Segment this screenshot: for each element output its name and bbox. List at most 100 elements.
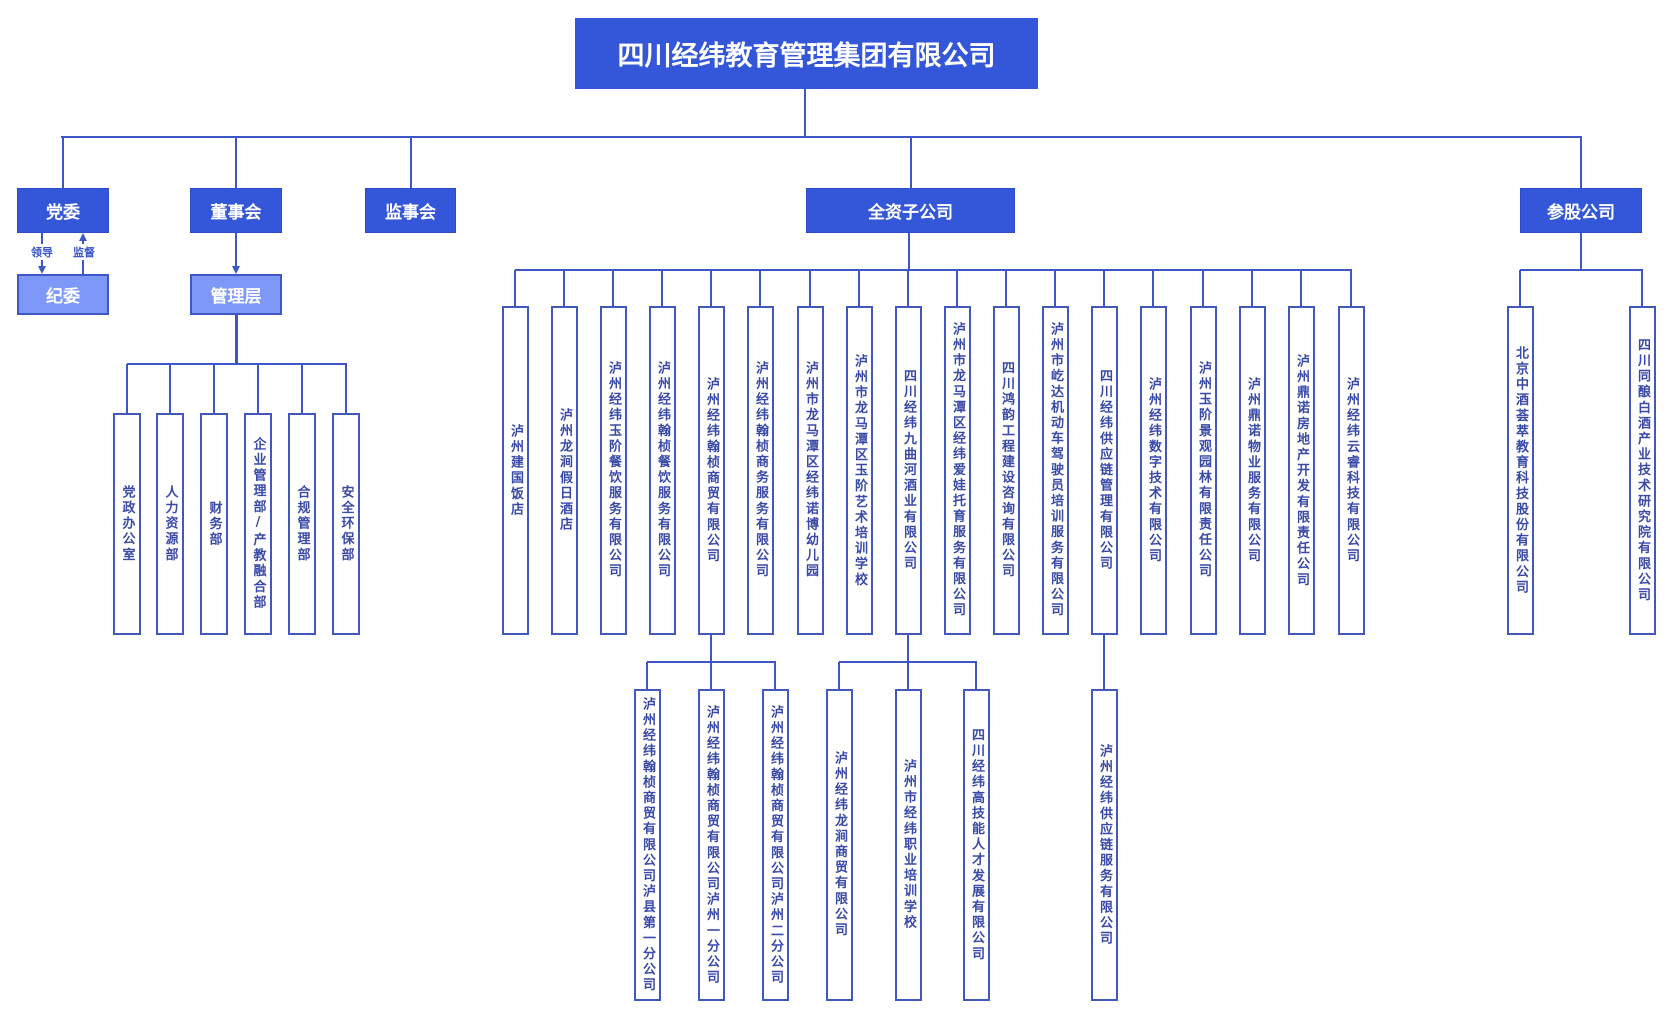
branch-box-label: 泸州经纬供应链服务有限公司 <box>1097 743 1112 947</box>
discipline-committee-box[interactable]: 纪委 <box>17 274 109 315</box>
branch-box[interactable]: 泸州经纬翰桢商贸有限公司泸州一分公司 <box>698 689 725 1001</box>
company-title-box[interactable]: 四川经纬教育管理集团有限公司 <box>575 18 1038 89</box>
branch-box[interactable]: 泸州经纬供应链服务有限公司 <box>1091 689 1118 1001</box>
department-box-label: 财务部 <box>206 500 222 548</box>
subsidiary-box-label: 泸州市屹达机动车驾驶员培训服务有限公司 <box>1048 322 1063 619</box>
connector-line <box>710 635 712 662</box>
connector-line <box>804 89 806 137</box>
branch-box[interactable]: 泸州市经纬职业培训学校 <box>895 689 922 1001</box>
subsidiary-box[interactable]: 泸州玉阶景观园林有限责任公司 <box>1190 306 1217 635</box>
subsidiary-box[interactable]: 泸州经纬翰桢餐饮服务有限公司 <box>649 306 676 635</box>
connector-line <box>838 662 840 689</box>
shareholding-box-label: 四川同酿白酒产业技术研究院有限公司 <box>1635 337 1650 604</box>
connector-line <box>126 364 128 413</box>
shareholding-box[interactable]: 四川同酿白酒产业技术研究院有限公司 <box>1629 306 1656 635</box>
connector-line <box>1202 270 1204 306</box>
subsidiary-box[interactable]: 泸州经纬翰桢商务服务有限公司 <box>747 306 774 635</box>
connector-line <box>62 137 64 188</box>
connector-line <box>710 662 712 689</box>
department-box[interactable]: 党政办公室 <box>113 413 141 635</box>
company-title-box-label: 四川经纬教育管理集团有限公司 <box>617 41 996 72</box>
connector-line <box>514 270 516 306</box>
department-box[interactable]: 合规管理部 <box>288 413 316 635</box>
subsidiary-box[interactable]: 四川鸿韵工程建设咨询有限公司 <box>993 306 1020 635</box>
subsidiary-box[interactable]: 泸州经纬数字技术有限公司 <box>1140 306 1167 635</box>
connector-line <box>345 364 347 413</box>
branch-box-label: 泸州市经纬职业培训学校 <box>901 759 916 931</box>
connector-line <box>907 635 909 662</box>
department-box[interactable]: 人力资源部 <box>156 413 184 635</box>
subsidiary-box[interactable]: 泸州市龙马潭区经纬爱娃托育服务有限公司 <box>944 306 971 635</box>
branch-box[interactable]: 泸州经纬龙涧商贸有限公司 <box>826 689 853 1001</box>
connector-line <box>1519 270 1521 306</box>
subsidiary-box-label: 泸州建国饭店 <box>508 423 523 518</box>
subsidiary-box-label: 泸州市龙马潭区玉阶艺术培训学校 <box>852 353 867 588</box>
subsidiary-box-label: 泸州经纬玉阶餐饮服务有限公司 <box>606 361 621 580</box>
branch-box[interactable]: 四川经纬高技能人才发展有限公司 <box>963 689 990 1001</box>
subsidiary-box[interactable]: 泸州龙涧假日酒店 <box>551 306 578 635</box>
department-box[interactable]: 安全环保部 <box>332 413 360 635</box>
connector-line <box>858 270 860 306</box>
management-box[interactable]: 管理层 <box>190 274 282 315</box>
department-box-label: 党政办公室 <box>119 485 135 563</box>
connector-line <box>1103 270 1105 306</box>
subsidiary-box[interactable]: 泸州经纬玉阶餐饮服务有限公司 <box>600 306 627 635</box>
subsidiary-box[interactable]: 泸州鼎诺物业服务有限公司 <box>1239 306 1266 635</box>
department-box-label: 人力资源部 <box>162 485 178 563</box>
subsidiary-box-label: 泸州经纬翰桢商务服务有限公司 <box>753 361 768 580</box>
subsidiary-box-label: 泸州鼎诺房地产开发有限责任公司 <box>1294 353 1309 588</box>
relation-label-supervise: 监督 <box>72 244 96 260</box>
department-box[interactable]: 财务部 <box>200 413 228 635</box>
connector-line <box>612 270 614 306</box>
connector-line <box>646 662 648 689</box>
arrow-down-icon <box>232 266 240 274</box>
branch-box-label: 泸州经纬翰桢商贸有限公司泸州一分公司 <box>704 704 719 986</box>
branch-box[interactable]: 泸州经纬翰桢商贸有限公司泸州二分公司 <box>762 689 789 1001</box>
subsidiary-box[interactable]: 泸州鼎诺房地产开发有限责任公司 <box>1288 306 1315 635</box>
subsidiary-box-label: 泸州市龙马潭区经纬爱娃托育服务有限公司 <box>950 322 965 619</box>
connector-line <box>409 137 412 188</box>
subsidiary-box-label: 泸州经纬数字技术有限公司 <box>1146 376 1161 565</box>
shareholding-companies-box[interactable]: 参股公司 <box>1520 188 1642 233</box>
subsidiary-box[interactable]: 泸州经纬翰桢商贸有限公司 <box>698 306 725 635</box>
connector-line <box>235 137 237 188</box>
supervisory-board-box-label: 监事会 <box>385 203 436 223</box>
subsidiary-box-label: 四川经纬供应链管理有限公司 <box>1097 369 1112 572</box>
wholly-owned-subsidiaries-box-label: 全资子公司 <box>868 203 953 223</box>
connector-line <box>1580 233 1582 270</box>
party-committee-box-label: 党委 <box>46 203 80 223</box>
wholly-owned-subsidiaries-box[interactable]: 全资子公司 <box>806 188 1015 233</box>
connector-line <box>907 270 909 306</box>
shareholding-box[interactable]: 北京中酒荟萃教育科技股份有限公司 <box>1507 306 1534 635</box>
subsidiary-box[interactable]: 泸州经纬云睿科技有限公司 <box>1338 306 1365 635</box>
arrow-down-icon <box>38 266 46 274</box>
party-committee-box[interactable]: 党委 <box>17 188 109 233</box>
board-box[interactable]: 董事会 <box>190 188 282 233</box>
subsidiary-box[interactable]: 泸州市龙马潭区玉阶艺术培训学校 <box>846 306 873 635</box>
subsidiary-box-label: 泸州经纬云睿科技有限公司 <box>1344 376 1359 565</box>
branch-box[interactable]: 泸州经纬翰桢商贸有限公司泸县第一分公司 <box>634 689 661 1001</box>
discipline-committee-box-label: 纪委 <box>46 287 80 307</box>
subsidiary-box[interactable]: 泸州市龙马潭区经纬诺博幼儿园 <box>797 306 824 635</box>
connector-line <box>1054 270 1056 306</box>
connector-line <box>61 136 1582 138</box>
branch-box-label: 泸州经纬翰桢商贸有限公司泸县第一分公司 <box>640 696 655 994</box>
subsidiary-box-label: 四川经纬九曲河酒业有限公司 <box>901 369 916 572</box>
supervisory-board-box[interactable]: 监事会 <box>365 188 456 233</box>
subsidiary-box[interactable]: 四川经纬供应链管理有限公司 <box>1091 306 1118 635</box>
connector-line <box>1103 635 1105 662</box>
subsidiary-box[interactable]: 泸州建国饭店 <box>502 306 529 635</box>
connector-line <box>956 270 958 306</box>
connector-line <box>515 269 1352 271</box>
connector-line <box>710 270 712 306</box>
connector-line <box>908 233 910 270</box>
subsidiary-box-label: 泸州经纬翰桢餐饮服务有限公司 <box>655 361 670 580</box>
subsidiary-box[interactable]: 泸州市屹达机动车驾驶员培训服务有限公司 <box>1042 306 1069 635</box>
department-box[interactable]: 企业管理部/产教融合部 <box>244 413 272 635</box>
connector-line <box>809 270 811 306</box>
subsidiary-box-label: 泸州鼎诺物业服务有限公司 <box>1245 376 1260 565</box>
branch-box-label: 泸州经纬翰桢商贸有限公司泸州二分公司 <box>768 704 783 986</box>
subsidiary-box-label: 泸州龙涧假日酒店 <box>557 408 572 533</box>
subsidiary-box[interactable]: 四川经纬九曲河酒业有限公司 <box>895 306 922 635</box>
